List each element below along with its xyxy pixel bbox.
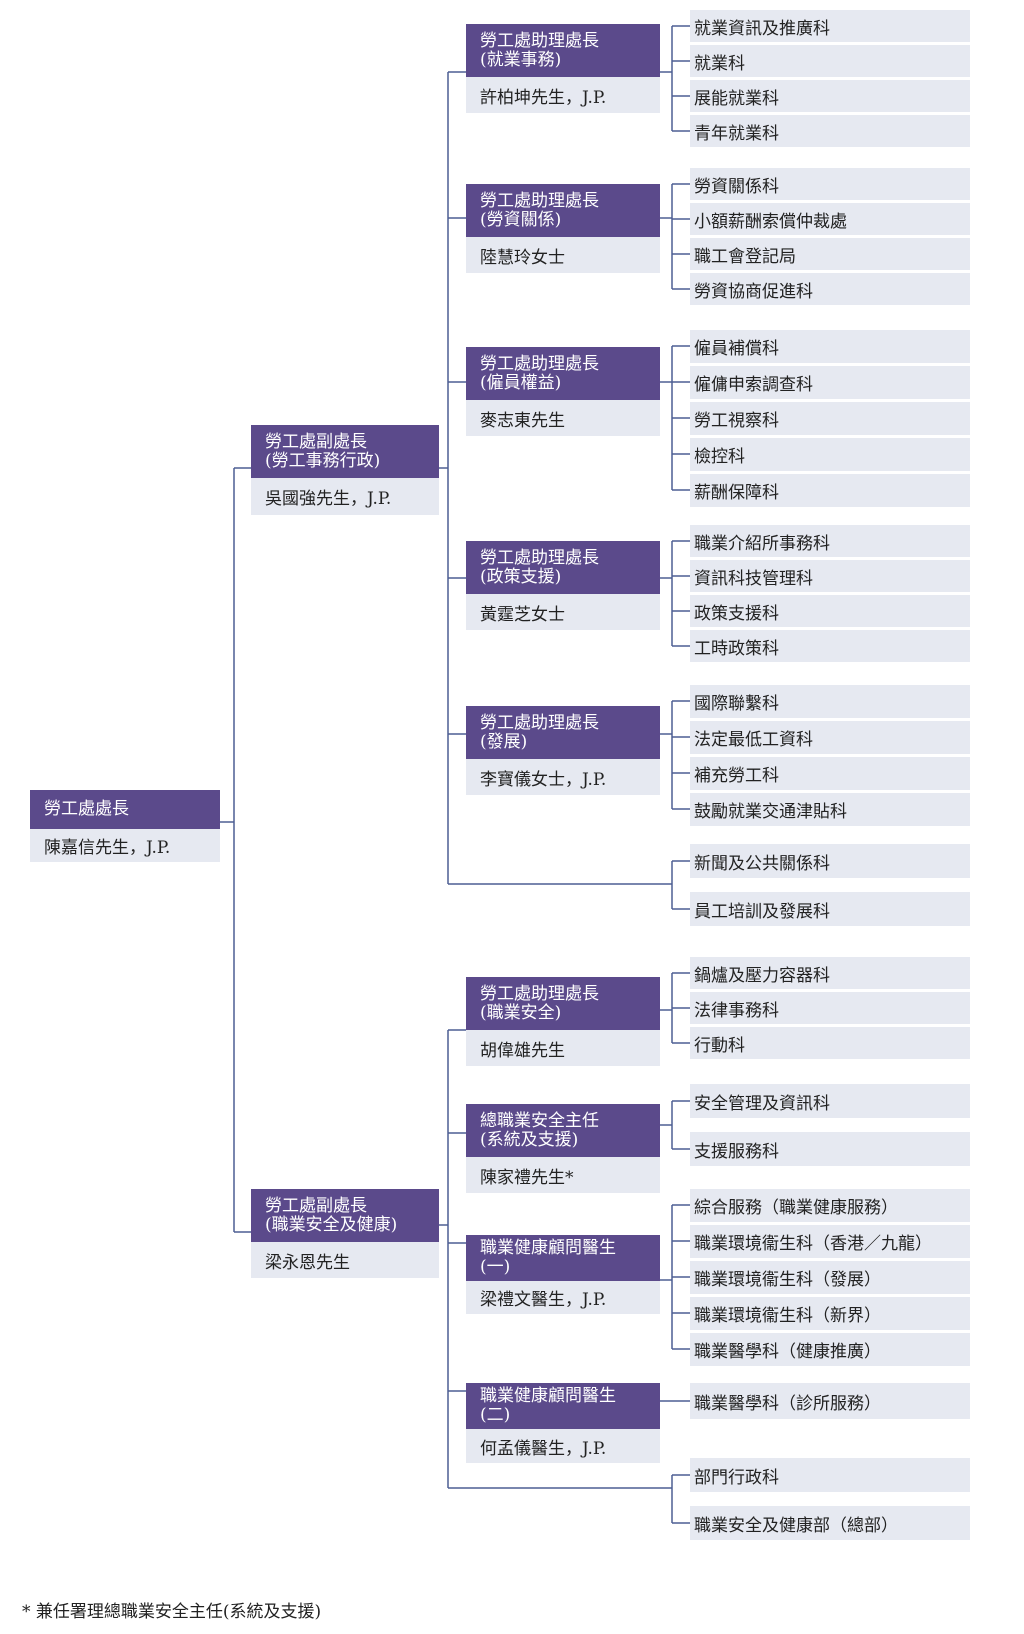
ac-occupational-safety-title: 勞工處助理處長 (職業安全) [466,977,660,1030]
ac-policy-support-node: 勞工處助理處長 (政策支援) 黃霆芝女士 [466,541,660,630]
section-box: 職業環境衞生科（新界） [690,1297,970,1330]
section-box: 政策支援科 [690,595,970,627]
ohc-two-name: 何孟儀醫生，J.P. [466,1429,660,1463]
section-box: 展能就業科 [690,80,970,112]
deputy-osh-name: 梁永恩先生 [251,1242,439,1278]
footnote: * 兼任署理總職業安全主任(系統及支援) [22,1602,322,1622]
section-box: 青年就業科 [690,115,970,147]
section-box: 部門行政科 [690,1458,970,1492]
section-box: 就業科 [690,45,970,77]
ac-labour-relations-name: 陸慧玲女士 [466,237,660,273]
section-box: 法律事務科 [690,992,970,1024]
section-box: 勞資協商促進科 [690,273,970,305]
ac-employment-node: 勞工處助理處長 (就業事務) 許柏坤先生，J.P. [466,24,660,113]
ac-employment-title: 勞工處助理處長 (就業事務) [466,24,660,77]
cos-systems-support-node: 總職業安全主任 (系統及支援) 陳家禮先生* [466,1104,660,1193]
section-box: 鼓勵就業交通津貼科 [690,793,970,826]
cos-systems-support-title: 總職業安全主任 (系統及支援) [466,1104,660,1157]
ac-development-title: 勞工處助理處長 (發展) [466,706,660,759]
ac-employment-name: 許柏坤先生，J.P. [466,77,660,113]
section-box: 安全管理及資訊科 [690,1084,970,1118]
ohc-one-node: 職業健康顧問醫生 (一) 梁禮文醫生，J.P. [466,1235,660,1314]
deputy-labour-admin-node: 勞工處副處長 (勞工事務行政) 吳國強先生，J.P. [251,425,439,515]
deputy-labour-admin-title: 勞工處副處長 (勞工事務行政) [251,425,439,478]
ac-policy-support-name: 黃霆芝女士 [466,594,660,630]
section-box: 新聞及公共關係科 [690,844,970,878]
ac-policy-support-title: 勞工處助理處長 (政策支援) [466,541,660,594]
ac-development-node: 勞工處助理處長 (發展) 李寶儀女士，J.P. [466,706,660,795]
section-box: 國際聯繫科 [690,685,970,718]
section-box: 鍋爐及壓力容器科 [690,957,970,989]
section-box: 法定最低工資科 [690,721,970,754]
deputy-osh-title: 勞工處副處長 (職業安全及健康) [251,1189,439,1242]
section-box: 職業環境衞生科（發展） [690,1261,970,1294]
section-box: 支援服務科 [690,1132,970,1166]
ac-occupational-safety-node: 勞工處助理處長 (職業安全) 胡偉雄先生 [466,977,660,1066]
section-box: 職業醫學科（健康推廣） [690,1333,970,1366]
section-box: 綜合服務（職業健康服務） [690,1189,970,1222]
section-box: 職業介紹所事務科 [690,525,970,557]
section-box: 職工會登記局 [690,238,970,270]
deputy-osh-node: 勞工處副處長 (職業安全及健康) 梁永恩先生 [251,1189,439,1278]
commissioner-name: 陳嘉信先生，J.P. [30,829,220,862]
section-box: 職業安全及健康部（總部） [690,1506,970,1540]
section-box: 職業環境衞生科（香港／九龍） [690,1225,970,1258]
cos-systems-support-name: 陳家禮先生* [466,1157,660,1193]
commissioner-node: 勞工處處長 陳嘉信先生，J.P. [30,790,220,862]
ohc-two-title: 職業健康顧問醫生 (二) [466,1383,660,1429]
ac-employees-rights-name: 麥志東先生 [466,400,660,436]
section-box: 工時政策科 [690,630,970,662]
section-box: 薪酬保障科 [690,474,970,507]
section-box: 小額薪酬索償仲裁處 [690,203,970,235]
ac-employees-rights-title: 勞工處助理處長 (僱員權益) [466,347,660,400]
section-box: 資訊科技管理科 [690,560,970,592]
section-box: 員工培訓及發展科 [690,892,970,926]
section-box: 僱員補償科 [690,330,970,363]
ac-labour-relations-title: 勞工處助理處長 (勞資關係) [466,184,660,237]
section-box: 行動科 [690,1027,970,1059]
section-box: 職業醫學科（診所服務） [690,1383,970,1419]
section-box: 勞資關係科 [690,168,970,200]
commissioner-title: 勞工處處長 [30,790,220,829]
ac-labour-relations-node: 勞工處助理處長 (勞資關係) 陸慧玲女士 [466,184,660,273]
section-box: 補充勞工科 [690,757,970,790]
ohc-one-name: 梁禮文醫生，J.P. [466,1281,660,1314]
ac-development-name: 李寶儀女士，J.P. [466,759,660,795]
ohc-one-title: 職業健康顧問醫生 (一) [466,1235,660,1281]
section-box: 勞工視察科 [690,402,970,435]
section-box: 就業資訊及推廣科 [690,10,970,42]
section-box: 僱傭申索調查科 [690,366,970,399]
ohc-two-node: 職業健康顧問醫生 (二) 何孟儀醫生，J.P. [466,1383,660,1463]
deputy-labour-admin-name: 吳國強先生，J.P. [251,478,439,515]
section-box: 檢控科 [690,438,970,471]
ac-employees-rights-node: 勞工處助理處長 (僱員權益) 麥志東先生 [466,347,660,436]
ac-occupational-safety-name: 胡偉雄先生 [466,1030,660,1066]
